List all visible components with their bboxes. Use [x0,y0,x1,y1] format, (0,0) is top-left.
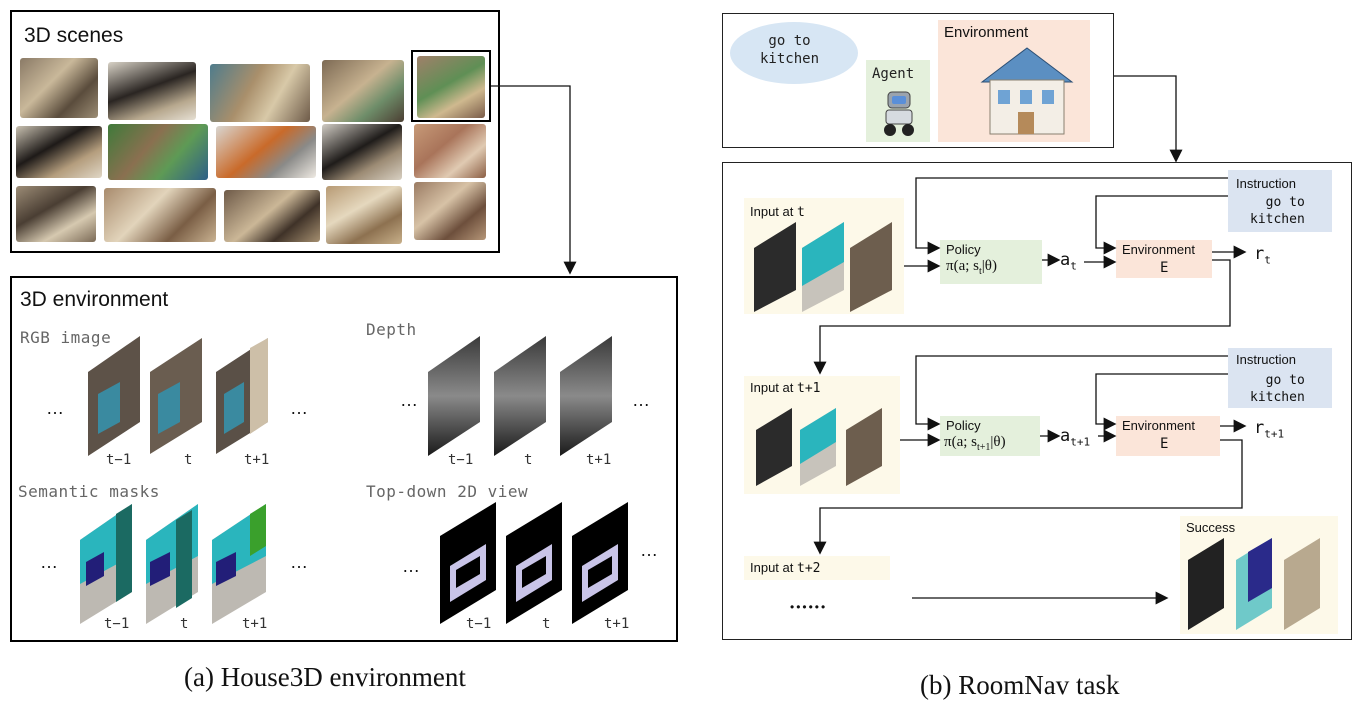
policy-title-t: Policy [946,242,981,257]
selected-scene-frame [411,50,491,122]
input-label-t: Input at t [750,204,805,220]
scene-thumbnail [322,124,402,180]
rgb-ellipsis-left: … [46,398,64,418]
rgb-time-label: t+1 [244,452,270,468]
robot-icon [884,91,914,136]
instruction-text-t: go to kitchen [1250,195,1305,227]
input-frames-t [754,222,892,312]
semantic-time-label: t+1 [242,616,268,632]
topdown-time-label: t [542,616,551,632]
policy-formula-t1: π(a; st+1|θ) [944,434,1006,453]
speech-bubble [730,22,858,84]
speech-text: go to kitchen [760,33,820,67]
scene-thumbnail [20,58,98,118]
scene-thumbnail [16,186,96,242]
topdown-time-label: t−1 [466,616,492,632]
action-t1: at+1 [1060,426,1091,449]
instruction-card-t [1228,170,1332,232]
scene-thumbnail [210,64,310,122]
rgb-ellipsis-right: … [290,398,308,418]
depth-time-label: t [524,452,533,468]
instruction-card-t1 [1228,348,1332,408]
depth-label: Depth [366,320,417,339]
scene-thumbnail [16,126,102,178]
semantic-frames [80,504,266,624]
instruction-title-t: Instruction [1236,176,1296,191]
topdown-label: Top-down 2D view [366,482,529,501]
topdown-ellipsis-right: … [640,540,658,560]
depth-frame-t [494,336,546,456]
environment-process-title-t1: Environment [1122,418,1195,433]
semantic-ellipsis-left: … [40,552,58,572]
scene-thumbnail [108,124,208,180]
house-icon [980,47,1074,135]
rgb-label: RGB image [20,328,112,347]
policy-formula-t: π(a; st|θ) [946,258,997,277]
depth-frame-t-plus-1 [560,336,612,456]
depth-ellipsis-left: … [400,390,418,410]
rgb-time-label: t−1 [106,452,132,468]
environment-card-label: Environment [944,24,1029,41]
reward-t: rt [1254,244,1271,267]
scene-thumbnail [322,60,404,122]
scene-thumbnail [104,188,216,242]
semantic-label: Semantic masks [18,482,160,501]
scene-thumbnail [414,182,486,240]
scene-thumbnail [108,62,196,120]
rgb-frames [88,336,268,456]
environment-process-card-t [1116,240,1212,278]
scene-thumbnail [224,190,320,242]
depth-frame-t-minus-1 [428,336,480,456]
reward-t1: rt+1 [1254,418,1285,441]
depth-time-label: t+1 [586,452,612,468]
input-frames-t1 [756,408,882,486]
semantic-time-label: t [180,616,189,632]
depth-ellipsis-right: … [632,390,650,410]
environment-symbol-t1: E [1160,436,1169,452]
environment-title: 3D environment [20,288,169,311]
scene-thumbnail [216,126,316,178]
scene-thumbnail [414,124,486,178]
continuation-dots: •••••• [790,600,828,614]
action-t: at [1060,250,1077,273]
scene-thumbnail [326,186,402,244]
instruction-title-t1: Instruction [1236,352,1296,367]
policy-title-t1: Policy [946,418,981,433]
success-label: Success [1186,520,1236,535]
success-frames [1188,538,1320,630]
input-card-t2 [744,556,890,580]
instruction-text-t1: go to kitchen [1250,373,1305,405]
caption-panel-a: (a) House3D environment [184,662,466,692]
scene-thumbnail-selected[interactable] [417,56,485,118]
policy-card-t [940,240,1042,284]
policy-card-t1 [940,416,1040,456]
input-label-t2: Input at t+2 [750,560,821,576]
scenes-title: 3D scenes [24,24,124,47]
topdown-ellipsis-left: … [402,556,420,576]
agent-label: Agent [872,66,915,82]
environment-symbol-t: E [1160,260,1169,276]
topdown-time-label: t+1 [604,616,630,632]
depth-time-label: t−1 [448,452,474,468]
rgb-time-label: t [184,452,193,468]
semantic-ellipsis-right: … [290,552,308,572]
input-label-t1: Input at t+1 [750,380,821,396]
caption-panel-b: (b) RoomNav task [920,670,1120,700]
depth-frames [428,336,612,456]
environment-process-card-t1 [1116,416,1220,456]
environment-process-title-t: Environment [1122,242,1195,257]
semantic-time-label: t−1 [104,616,130,632]
topdown-frames [440,502,628,624]
